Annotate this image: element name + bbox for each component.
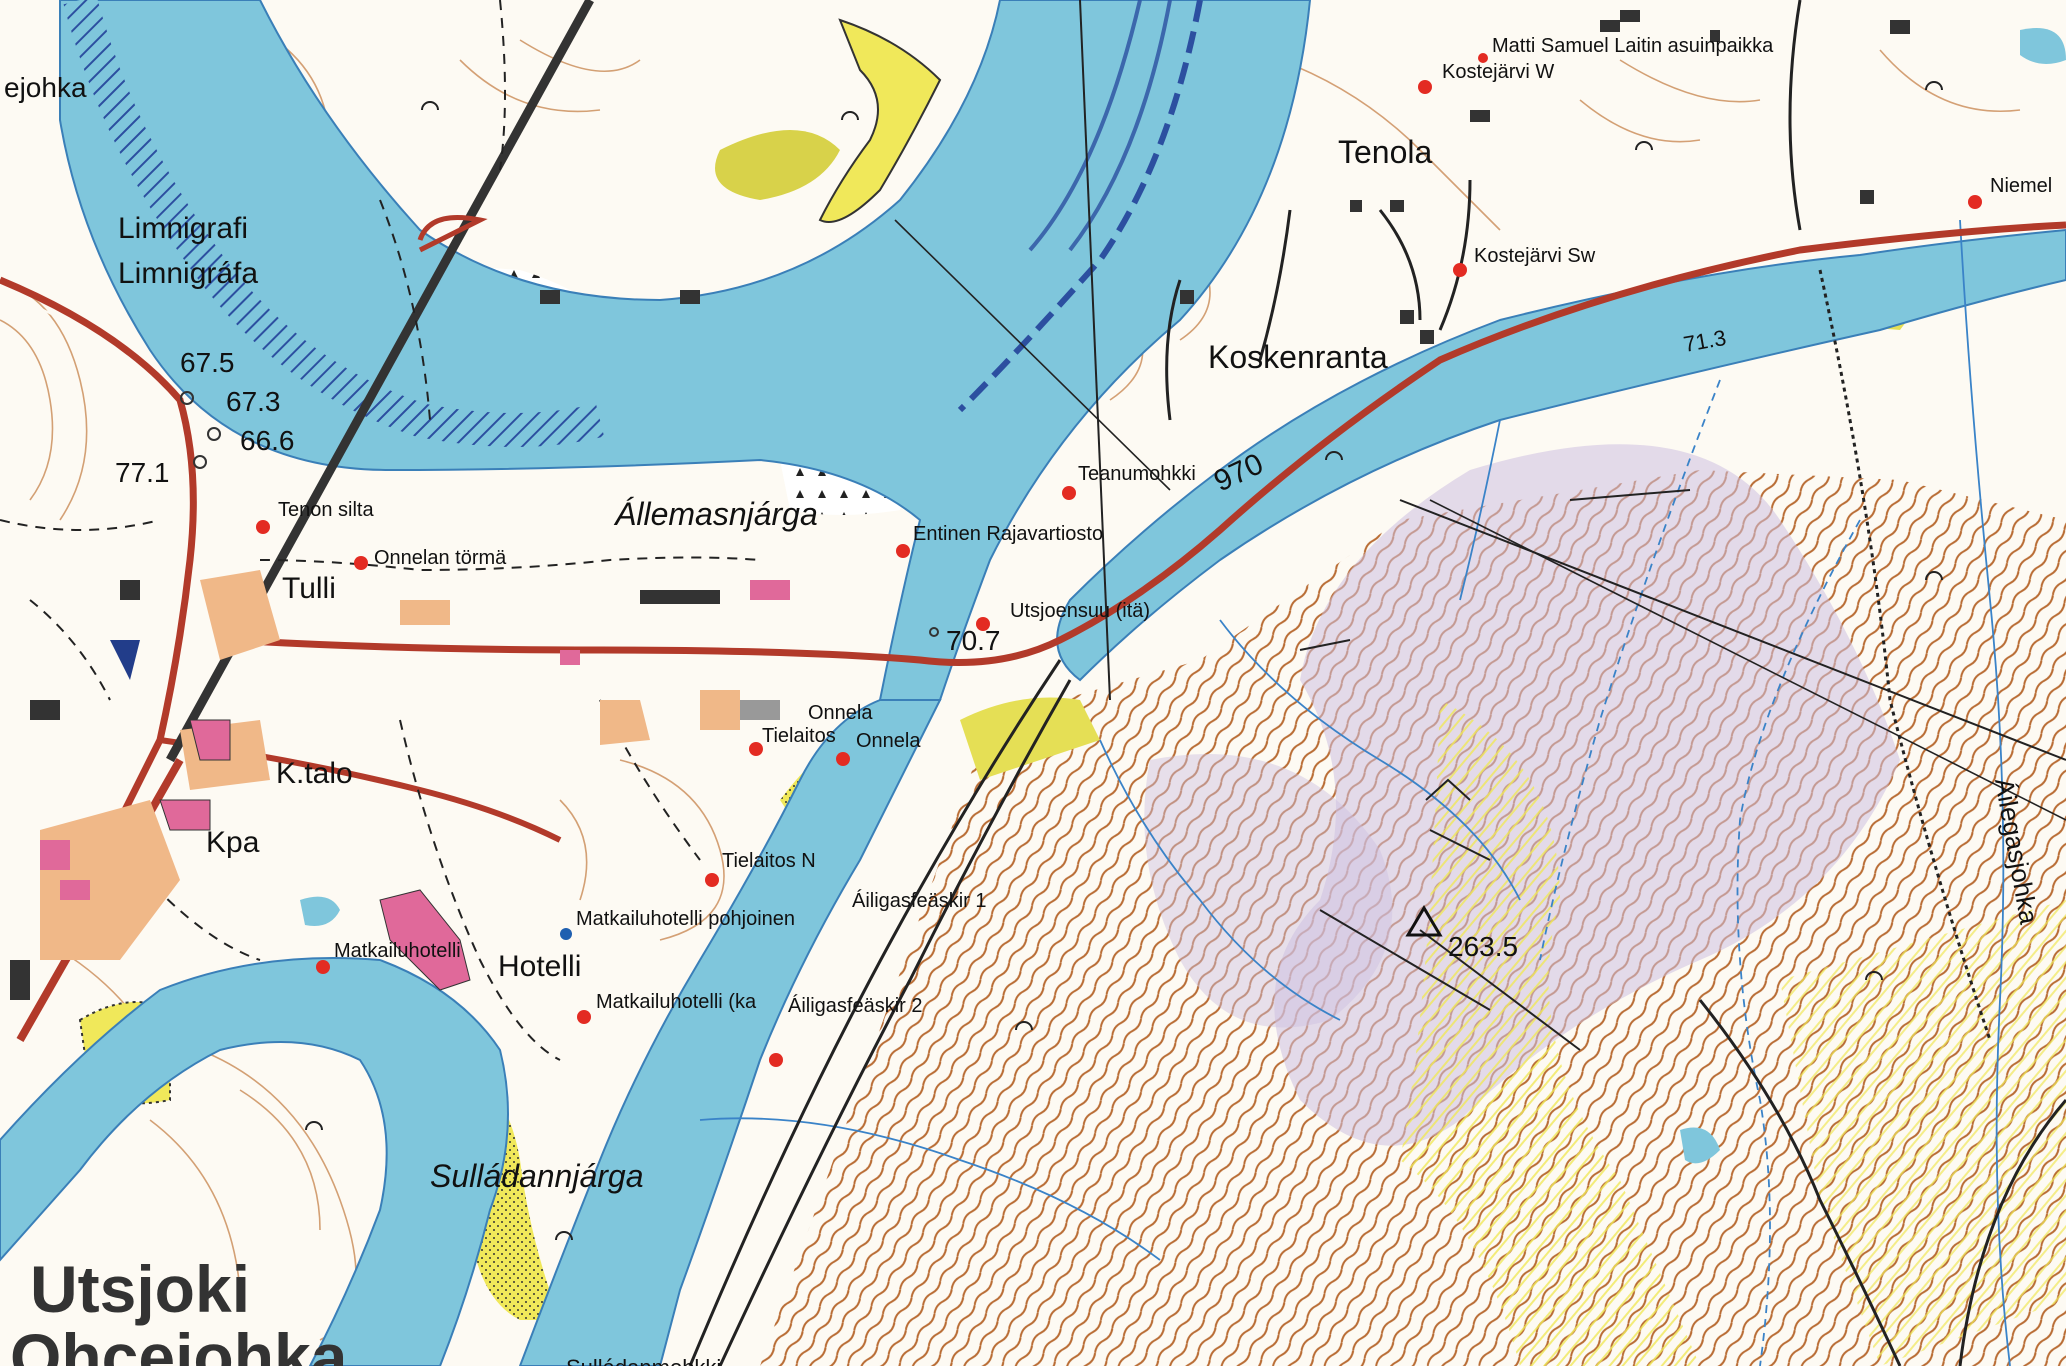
- poi-label-tielaitos: Tielaitos: [762, 725, 836, 747]
- label-sulladanmohkki: Sulládanmohkki: [566, 1355, 721, 1366]
- poi-label-kostejarvi-w: Kostejärvi W: [1442, 61, 1554, 83]
- poi-dot-kostejarvi-w: [1418, 80, 1432, 94]
- poi-dot-utsjoensuu: [976, 617, 990, 631]
- poi-dot-niemel: [1968, 195, 1982, 209]
- label-utsjoki: Utsjoki: [30, 1252, 250, 1326]
- label-koskenranta: Koskenranta: [1208, 339, 1388, 375]
- poi-dot-tenon-silta: [256, 520, 270, 534]
- label-kpa: Kpa: [206, 826, 260, 859]
- height-67-5: 67.5: [180, 347, 235, 378]
- poi-dots: [256, 53, 1982, 1067]
- poi-dot-onnelan-torma: [354, 556, 368, 570]
- poi-dot-ailigas2: [769, 1053, 783, 1067]
- label-limnigrafi: Limnigrafi: [118, 212, 248, 245]
- power-line-north: [894, 219, 1171, 491]
- poi-label-tielaitos-n: Tielaitos N: [722, 850, 816, 872]
- map-labels: Utsjoki Ohcejohka Tenola Koskenranta Tul…: [4, 35, 2052, 1366]
- sand-area-north: [715, 130, 840, 200]
- poi-label-ailigas-2: Áiligasfeäskir 2: [788, 994, 923, 1017]
- buildings: [10, 10, 1910, 1000]
- poi-label-onnela-2: Onnela: [856, 730, 921, 752]
- height-markers: [180, 391, 939, 637]
- poi-dot-rajavartiosto: [896, 544, 910, 558]
- poi-dot-matkailuhotelli: [316, 960, 330, 974]
- label-sulladannjarga: Sulládannjárga: [430, 1158, 644, 1194]
- height-77-1: 77.1: [115, 457, 170, 488]
- poi-label-matti: Matti Samuel Laitin asuinpaikka: [1492, 35, 1774, 57]
- height-70-7: 70.7: [946, 625, 1001, 656]
- poi-dot-tielaitos-n: [705, 873, 719, 887]
- poi-label-onnelan-torma: Onnelan törmä: [374, 547, 507, 569]
- label-allemasnjarga: Állemasnjárga: [613, 496, 818, 532]
- height-66-6: 66.6: [240, 425, 295, 456]
- poi-dot-kostejarvi-sw: [1453, 263, 1467, 277]
- pond-nw: [300, 896, 340, 926]
- hill-yellow-hatch: [1400, 700, 1700, 1366]
- poi-dot-teanumohkki: [1062, 486, 1076, 500]
- hill-lilac-area-2: [1144, 754, 1393, 1028]
- poi-dot-onnela: [836, 752, 850, 766]
- height-67-3: 67.3: [226, 386, 281, 417]
- poi-label-onnela-1: Onnela: [808, 702, 873, 724]
- pond-east: [1680, 1127, 1720, 1164]
- terrain-symbols: [305, 81, 1943, 1241]
- poi-dot-hotel-north: [560, 928, 572, 940]
- poi-label-niemel: Niemel: [1990, 175, 2052, 197]
- poi-label-matkailuhotelli-pohjoinen: Matkailuhotelli pohjoinen: [576, 908, 795, 930]
- lower-river-bend: [0, 957, 509, 1366]
- label-hotelli: Hotelli: [498, 950, 581, 983]
- power-line-east: [1429, 499, 2066, 821]
- label-ohcejohka: Ohcejohka: [10, 1320, 349, 1366]
- poi-label-matkailuhotelli-ka: Matkailuhotelli (ka: [596, 991, 757, 1013]
- poi-label-matkailuhotelli: Matkailuhotelli: [334, 940, 461, 962]
- poi-label-ailigas-1: Áiligasfeäskir 1: [852, 889, 987, 912]
- trig-point-triangle: [1405, 905, 1443, 937]
- label-tulli: Tulli: [282, 572, 336, 605]
- poi-dot-matkailuhotelli-ka: [577, 1010, 591, 1024]
- poi-label-utsjoensuu: Utsjoensuu (itä): [1010, 600, 1150, 622]
- label-tenola: Tenola: [1338, 134, 1433, 170]
- height-263-5: 263.5: [1448, 931, 1518, 962]
- label-ktalo: K.talo: [276, 757, 353, 790]
- poi-label-tenon-silta: Tenon silta: [278, 499, 374, 521]
- poi-label-teanumohkki: Teanumohkki: [1078, 463, 1196, 485]
- poi-label-kostejarvi-sw: Kostejärvi Sw: [1474, 245, 1596, 267]
- poi-label-rajavartiosto: Entinen Rajavartiosto: [913, 523, 1103, 545]
- label-ejohka: ejohka: [4, 72, 87, 103]
- poi-dot-tielaitos: [749, 742, 763, 756]
- east-channel: [1056, 228, 2066, 682]
- poi-dot-matti: [1478, 53, 1488, 63]
- pond-ne: [2020, 28, 2066, 64]
- hill-yellow-hatch-2: [1780, 900, 2066, 1366]
- label-limnigrafa: Limnigráfa: [118, 257, 258, 290]
- teno-river: [59, 0, 1312, 701]
- streams: [699, 219, 2011, 1366]
- utsjoki-river: [518, 699, 942, 1366]
